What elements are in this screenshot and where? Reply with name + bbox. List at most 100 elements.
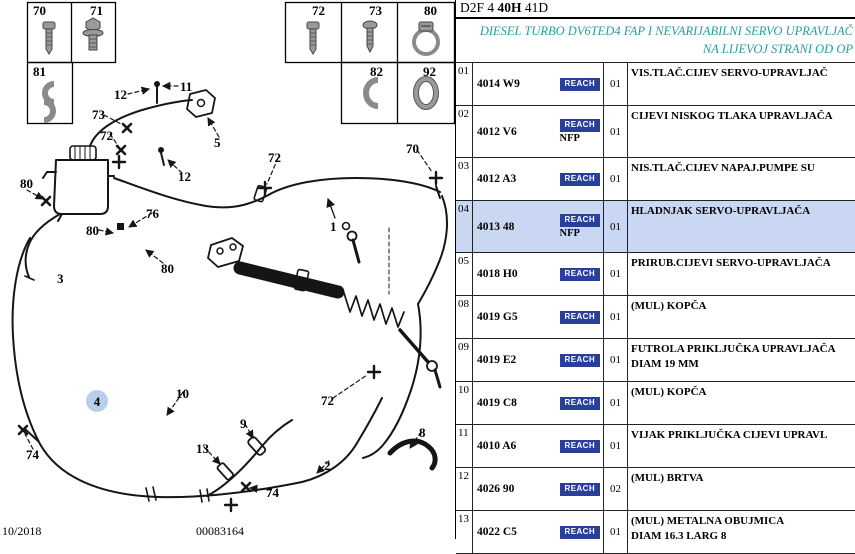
description-line2: DIAM 16.3 LARG 8 (631, 529, 727, 542)
screw-icon (362, 20, 378, 54)
clamp-pair-icon (42, 81, 56, 123)
part-reference: 4013 48 (477, 220, 515, 233)
reach-badge[interactable]: REACH (559, 482, 600, 496)
description-line1: VIS.TLAČ.CIJEV SERVO-UPRAVLJAČ (631, 67, 828, 80)
part-description: (MUL) KOPČA (628, 296, 855, 338)
reach-badge[interactable]: REACH (559, 525, 600, 539)
legend-label: 70 (33, 3, 46, 18)
diagram-callout: 70 (406, 141, 419, 156)
description-line1: CIJEVI NISKOG TLAKA UPRAVLJAČA (631, 110, 833, 123)
quantity: 01 (604, 339, 628, 382)
legend-label: 82 (370, 64, 383, 79)
hose-1 (113, 177, 441, 209)
quantity: 01 (604, 296, 628, 339)
part-ref-cell: 4012 A3 REACH (473, 158, 604, 201)
diagram-date: 10/2018 (2, 524, 42, 538)
reach-badge[interactable]: REACH (559, 119, 600, 133)
reach-badge[interactable]: REACH (559, 353, 600, 367)
reach-badge[interactable]: REACH (559, 214, 600, 228)
legend-boxes (26, 1, 455, 125)
diagram-callout: 72 (321, 393, 334, 408)
badge-stack: REACH (559, 172, 600, 186)
badge-stack: REACH (559, 525, 600, 539)
diagram-artwork (11, 1, 455, 513)
hose-8 (387, 438, 438, 471)
badge-stack: REACH (559, 267, 600, 281)
row-number: 04 (456, 201, 473, 253)
parts-table: 01 4014 W9 REACH 01 VIS.TLAČ.CIJEV SERVO… (456, 62, 855, 554)
diagram-callout: 2 (324, 458, 331, 473)
x-markers (17, 122, 252, 493)
part-ref-cell: 4019 C8 REACH (473, 382, 604, 425)
description-line1: (MUL) KOPČA (631, 300, 707, 313)
diagram-callout: 3 (57, 271, 64, 286)
fluid-reservoir (42, 145, 115, 222)
table-row[interactable]: 04 4013 48 REACH NFP 01 HLADNJAK SERVO-U… (456, 201, 855, 254)
part-description: VIS.TLAČ.CIJEV SERVO-UPRAVLJAČ (628, 63, 855, 105)
legend-label: 72 (312, 3, 325, 18)
row-number: 03 (456, 158, 473, 201)
quantity: 01 (604, 511, 628, 554)
row-number: 01 (456, 63, 473, 106)
legend-label: 81 (33, 64, 46, 79)
table-row[interactable]: 12 4026 90 REACH 02 (MUL) BRTVA (456, 468, 855, 512)
row-number: 11 (456, 425, 473, 468)
table-row[interactable]: 13 4022 C5 REACH 01 (MUL) METALNA OBUJMI… (456, 511, 855, 554)
part-reference: 4010 A6 (477, 440, 517, 453)
table-row[interactable]: 10 4019 C8 REACH 01 (MUL) KOPČA (456, 382, 855, 426)
diagram-callout: 74 (266, 485, 279, 500)
table-row[interactable]: 05 4018 H0 REACH 01 PRIRUB.CIJEVI SERVO-… (456, 253, 855, 297)
reach-badge[interactable]: REACH (559, 310, 600, 324)
part-reference: 4018 H0 (477, 268, 518, 281)
code-bold: 40H (497, 0, 522, 15)
reach-badge[interactable]: REACH (559, 267, 600, 281)
section-title-line2: NA LIJEVOJ STRANI OD OP (702, 42, 853, 57)
badge-stack: REACH (559, 439, 600, 453)
badge-stack: REACH NFP (559, 214, 600, 240)
table-row[interactable]: 02 4012 V6 REACH NFP 01 CIJEVI NISKOG TL… (456, 106, 855, 159)
quantity: 01 (604, 201, 628, 253)
reach-badge[interactable]: REACH (559, 77, 600, 91)
description-line1: FUTROLA PRIKLJUČKA UPRAVLJAČA (631, 343, 836, 356)
part-ref-cell: 4010 A6 REACH (473, 425, 604, 468)
reach-badge[interactable]: REACH (559, 172, 600, 186)
diagram-callout: 74 (26, 447, 39, 462)
part-ref-cell: 4014 W9 REACH (473, 63, 604, 106)
row-number: 09 (456, 339, 473, 382)
part-reference: 4019 C8 (477, 397, 517, 410)
diagram-callout: 5 (214, 135, 221, 150)
table-row[interactable]: 08 4019 G5 REACH 01 (MUL) KOPČA (456, 296, 855, 340)
table-row[interactable]: 11 4010 A6 REACH 01 VIJAK PRIKLJUČKA CIJ… (456, 425, 855, 469)
reach-badge[interactable]: REACH (559, 396, 600, 410)
hose-clamp-icon (412, 21, 440, 56)
diagram-callout: 72 (268, 150, 281, 165)
part-reference: 4012 A3 (477, 173, 517, 186)
legend-label: 73 (369, 3, 382, 18)
legend-label: 71 (90, 3, 103, 18)
reach-badge[interactable]: REACH (559, 439, 600, 453)
code-suffix: 41D (524, 0, 549, 15)
table-row[interactable]: 09 4019 E2 REACH 01 FUTROLA PRIKLJUČKA U… (456, 339, 855, 383)
diagram-callout: 11 (180, 79, 193, 94)
diagram-callout: 9 (240, 416, 247, 431)
part-reference: 4012 V6 (477, 125, 517, 138)
table-row[interactable]: 01 4014 W9 REACH 01 VIS.TLAČ.CIJEV SERVO… (456, 63, 855, 107)
table-row[interactable]: 03 4012 A3 REACH 01 NIS.TLAČ.CIJEV NAPAJ… (456, 158, 855, 202)
description-line1: (MUL) KOPČA (631, 386, 707, 399)
quantity: 01 (604, 253, 628, 296)
diagram-callout: 76 (146, 206, 159, 221)
part-description: VIJAK PRIKLJUČKA CIJEVI UPRAVL (628, 425, 855, 467)
nfp-flag: NFP (559, 228, 580, 240)
badge-stack: REACH (559, 353, 600, 367)
badge-stack: REACH (559, 396, 600, 410)
part-reference: 4019 E2 (477, 354, 517, 367)
part-description: FUTROLA PRIKLJUČKA UPRAVLJAČA DIAM 19 MM (628, 339, 855, 381)
torx-screw-icon (42, 21, 56, 55)
diagram-callout: 72 (100, 128, 113, 143)
part-ref-cell: 4012 V6 REACH NFP (473, 106, 604, 158)
hose-2 (301, 397, 383, 483)
part-description: (MUL) KOPČA (628, 382, 855, 424)
part-description: (MUL) METALNA OBUJMICA DIAM 16.3 LARG 8 (628, 511, 855, 553)
description-line2: DIAM 19 MM (631, 357, 699, 370)
badge-stack: REACH NFP (559, 119, 600, 144)
